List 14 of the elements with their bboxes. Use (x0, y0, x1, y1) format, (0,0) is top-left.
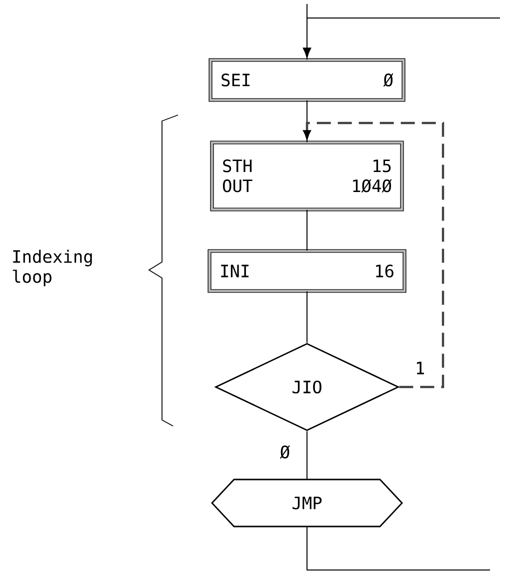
connector (306, 209, 308, 252)
connector (306, 4, 308, 60)
instruction-box: STH 15 OUT 1Ø4Ø (210, 140, 404, 212)
edge-label: 1 (414, 360, 426, 376)
connector (306, 290, 308, 344)
side-label: Indexing loop (12, 250, 92, 286)
connector (302, 18, 500, 58)
jump-hexagon: JMP (211, 478, 403, 528)
instruction-box: INI 16 (208, 249, 406, 293)
connector (306, 526, 490, 570)
instruction-box: SEI Ø (208, 58, 406, 102)
connector (303, 122, 444, 388)
connector (306, 430, 308, 480)
edge-label: Ø (278, 444, 292, 460)
